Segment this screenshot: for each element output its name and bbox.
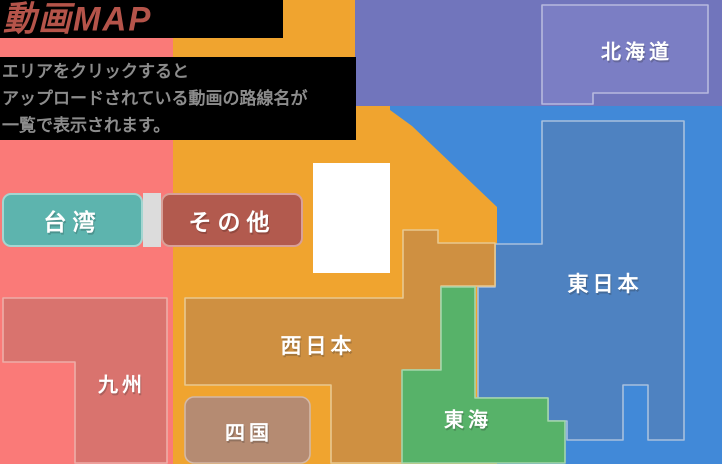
instruction-line-3: 一覧で表示されます。 bbox=[2, 116, 171, 135]
button-connector-strip bbox=[143, 193, 161, 247]
instruction-line-2: アップロードされている動画の路線名が bbox=[2, 89, 308, 108]
other-button[interactable]: その他 bbox=[161, 193, 303, 247]
instruction-line-1: エリアをクリックすると bbox=[2, 62, 189, 81]
map-region-kyushu[interactable] bbox=[2, 297, 168, 464]
white-cutout-rect bbox=[313, 163, 390, 273]
taiwan-button-label: 台湾 bbox=[43, 209, 102, 235]
map-region-shikoku[interactable] bbox=[184, 396, 311, 464]
taiwan-button[interactable]: 台湾 bbox=[2, 193, 143, 247]
map-region-hokkaido[interactable] bbox=[541, 4, 709, 105]
title-bar: 動画MAP bbox=[0, 0, 283, 38]
map-region-tokai[interactable] bbox=[401, 286, 566, 464]
other-button-label: その他 bbox=[188, 209, 276, 235]
instruction-box: エリアをクリックすると アップロードされている動画の路線名が 一覧で表示されます… bbox=[0, 57, 356, 140]
page-title: 動画MAP bbox=[3, 0, 153, 38]
